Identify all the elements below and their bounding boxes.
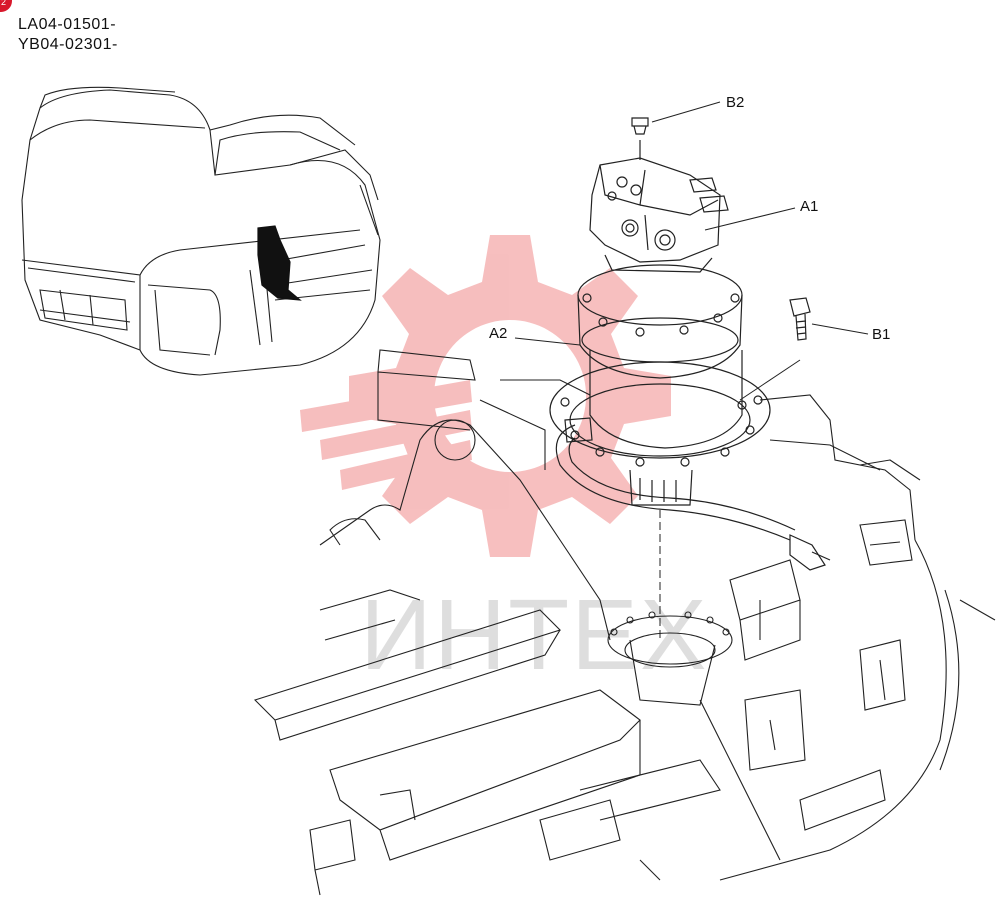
callout-a1: A1 xyxy=(800,198,819,215)
upper-frame xyxy=(253,349,996,896)
callout-a2: A2 xyxy=(489,325,508,342)
swing-motor-housing xyxy=(549,264,771,506)
valve-block xyxy=(589,117,729,273)
callout-b2: B2 xyxy=(726,94,745,111)
inset-marker-icon xyxy=(257,225,302,301)
callout-b1: B1 xyxy=(872,326,891,343)
leader-lines xyxy=(514,101,869,640)
page-badge-number: 2 xyxy=(1,0,7,7)
excavator-cab-inset xyxy=(21,86,381,376)
serial-number-2: YB04-02301- xyxy=(18,36,118,53)
serial-number-1: LA04-01501- xyxy=(18,16,117,33)
bolt-b1-icon xyxy=(789,297,811,341)
hydraulic-hose xyxy=(555,417,831,571)
